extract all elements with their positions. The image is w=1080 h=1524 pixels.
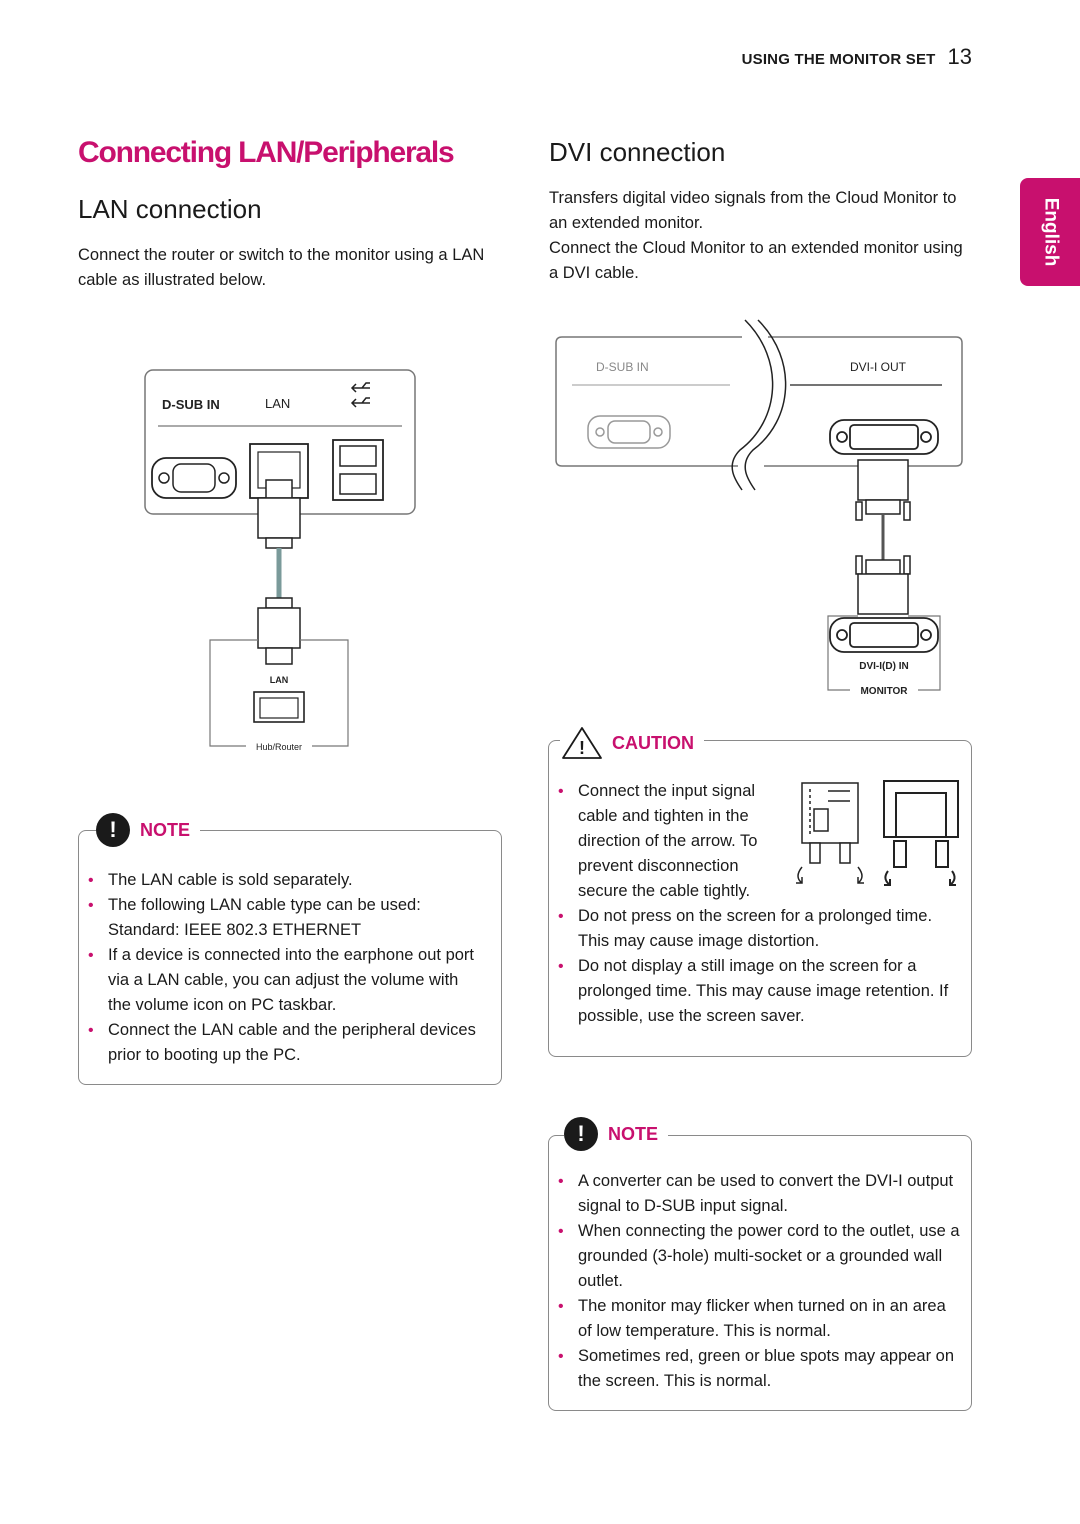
- list-item: A converter can be used to convert the D…: [550, 1169, 960, 1219]
- list-item: Do not press on the screen for a prolong…: [550, 904, 960, 954]
- list-item: Connect the LAN cable and the peripheral…: [80, 1018, 480, 1068]
- dvi-in-label: DVI-I(D) IN: [859, 661, 908, 672]
- monitor-label: MONITOR: [860, 686, 908, 697]
- usb-ports-icon: [332, 439, 384, 501]
- lan-heading: LAN connection: [78, 194, 262, 224]
- page-number: 13: [947, 44, 972, 69]
- language-tab[interactable]: English: [1020, 178, 1080, 286]
- lan-cable-icon: [257, 479, 301, 665]
- lan-note-header: ! NOTE: [96, 813, 201, 847]
- list-item: The monitor may flicker when turned on i…: [550, 1294, 960, 1344]
- lan-note-label: NOTE: [136, 819, 197, 841]
- list-item: If a device is connected into the earpho…: [80, 943, 480, 1018]
- list-item: Connect the input signal cable and tight…: [550, 779, 788, 904]
- lan-port-label: LAN: [265, 396, 290, 411]
- dvi-note-header: ! NOTE: [564, 1117, 669, 1151]
- dvi-note-list: A converter can be used to convert the D…: [550, 1169, 960, 1394]
- lan-text: Connect the router or switch to the moni…: [78, 246, 485, 289]
- vga-port-gray-icon: [587, 415, 671, 449]
- list-item: Sometimes red, green or blue spots may a…: [550, 1344, 960, 1394]
- hub-lan-port-icon: [253, 691, 305, 723]
- lan-diagram: D-SUB IN LAN LAN Hub/Router: [144, 369, 416, 752]
- dvi-cable-icon: [855, 459, 911, 615]
- dvi-out-port-icon: [829, 419, 939, 455]
- page-title: Connecting LAN/Peripherals: [78, 136, 455, 169]
- dvi-text-1: Transfers digital video signals from the…: [549, 189, 957, 232]
- caution-list: Connect the input signal cable and tight…: [550, 779, 960, 1029]
- note-icon: !: [564, 1117, 598, 1151]
- note-icon: !: [96, 813, 130, 847]
- caution-header: ! CAUTION: [560, 725, 704, 761]
- usb-icon: [350, 382, 370, 408]
- dvi-heading: DVI connection: [549, 137, 726, 167]
- dvi-note-label: NOTE: [604, 1123, 665, 1145]
- svg-text:!: !: [579, 738, 585, 758]
- lan-note-box: [78, 830, 502, 1085]
- hub-router-label: Hub/Router: [256, 742, 302, 752]
- dvi-note-box: [548, 1135, 972, 1411]
- section-title: USING THE MONITOR SET: [741, 51, 936, 68]
- dvi-diagram: D-SUB IN DVI-I OUT DVI-I(D) IN MONITOR: [555, 319, 963, 697]
- warning-triangle-icon: !: [562, 727, 602, 759]
- list-item: The LAN cable is sold separately.: [80, 868, 480, 893]
- lan-note-list: The LAN cable is sold separately. The fo…: [80, 868, 480, 1068]
- page-header: USING THE MONITOR SET 13: [742, 44, 972, 70]
- dvi-in-port-icon: [829, 617, 939, 653]
- dvi-out-label: DVI-I OUT: [850, 360, 907, 374]
- lan-dsub-label: D-SUB IN: [162, 397, 220, 412]
- list-item: The following LAN cable type can be used…: [80, 893, 480, 943]
- caution-box: [548, 740, 972, 1057]
- vga-port-icon: [151, 457, 237, 499]
- cable-tightening-icon: [796, 780, 959, 886]
- dvi-dsub-label: D-SUB IN: [596, 360, 649, 374]
- list-item: Do not display a still image on the scre…: [550, 954, 960, 1029]
- list-item: When connecting the power cord to the ou…: [550, 1219, 960, 1294]
- language-tab-label: English: [1040, 197, 1061, 267]
- caution-label: CAUTION: [608, 732, 700, 754]
- dvi-text-2: Connect the Cloud Monitor to an extended…: [549, 239, 963, 282]
- hub-lan-label: LAN: [270, 675, 289, 685]
